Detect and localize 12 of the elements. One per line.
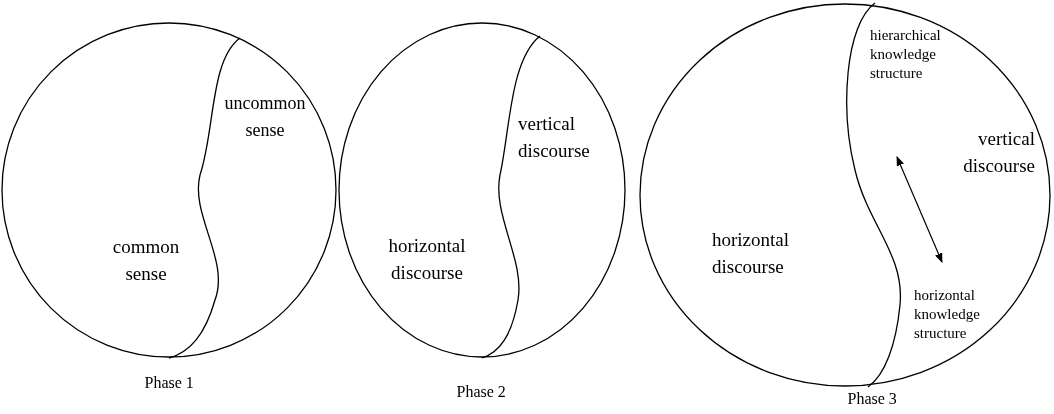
region-label: horizontal discourse	[387, 234, 467, 285]
region-label: vertical discourse	[962, 127, 1035, 178]
phase-caption: Phase 3	[847, 390, 897, 408]
phase-caption: Phase 2	[456, 383, 506, 401]
phase-caption: Phase 1	[144, 374, 194, 392]
region-label: vertical discourse	[518, 112, 591, 163]
structure-label: horizontal knowledge structure	[914, 286, 981, 343]
double-arrow	[896, 156, 943, 263]
region-label: horizontal discourse	[712, 228, 791, 279]
region-label: common sense	[111, 235, 181, 286]
structure-label: hierarchical knowledge structure	[870, 26, 942, 83]
region-label: uncommon sense	[223, 92, 307, 142]
